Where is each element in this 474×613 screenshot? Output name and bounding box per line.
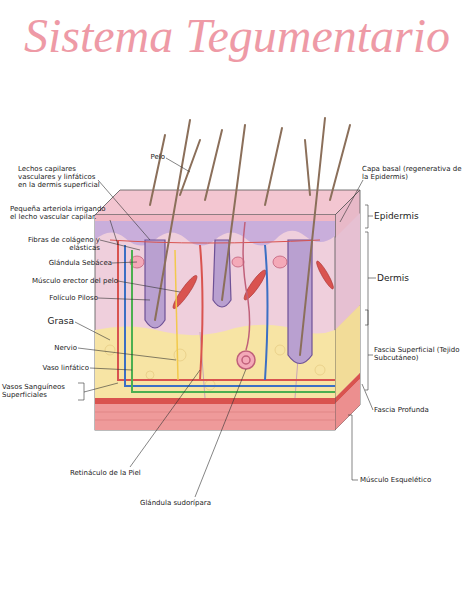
part-label: Capa basal (regenerativa de la Epidermis… (362, 165, 462, 181)
part-label: Fascia Profunda (374, 406, 469, 414)
part-label: Músculo Esquelético (360, 476, 460, 484)
part-label: Vasos Sanguíneos Superficiales (2, 383, 78, 399)
part-label: Glándula Sebácea (30, 259, 112, 267)
part-label: Dermis (377, 273, 467, 283)
part-label: Músculo erector del pelo (10, 277, 118, 285)
part-label: Pelo (120, 153, 165, 161)
title: Sistema Tegumentario (0, 8, 474, 64)
part-label: Vaso linfático (20, 364, 89, 372)
part-label: Pequeña arteriola irrigando el lecho vas… (10, 205, 112, 221)
part-label: Grasa (30, 316, 74, 326)
part-label: Glándula sudorípara (140, 499, 230, 507)
part-label: Folículo Piloso (20, 294, 98, 302)
part-label: Epidermis (374, 211, 464, 221)
part-label: Retináculo de la Piel (70, 469, 160, 477)
part-label: Fibras de colágeno y elásticas (5, 236, 100, 252)
part-label: Fascia Superficial (Tejido Subcutáneo) (374, 346, 469, 362)
part-label: Nervio (30, 344, 77, 352)
part-label: Lechos capilares vasculares y linfáticos… (18, 165, 100, 189)
